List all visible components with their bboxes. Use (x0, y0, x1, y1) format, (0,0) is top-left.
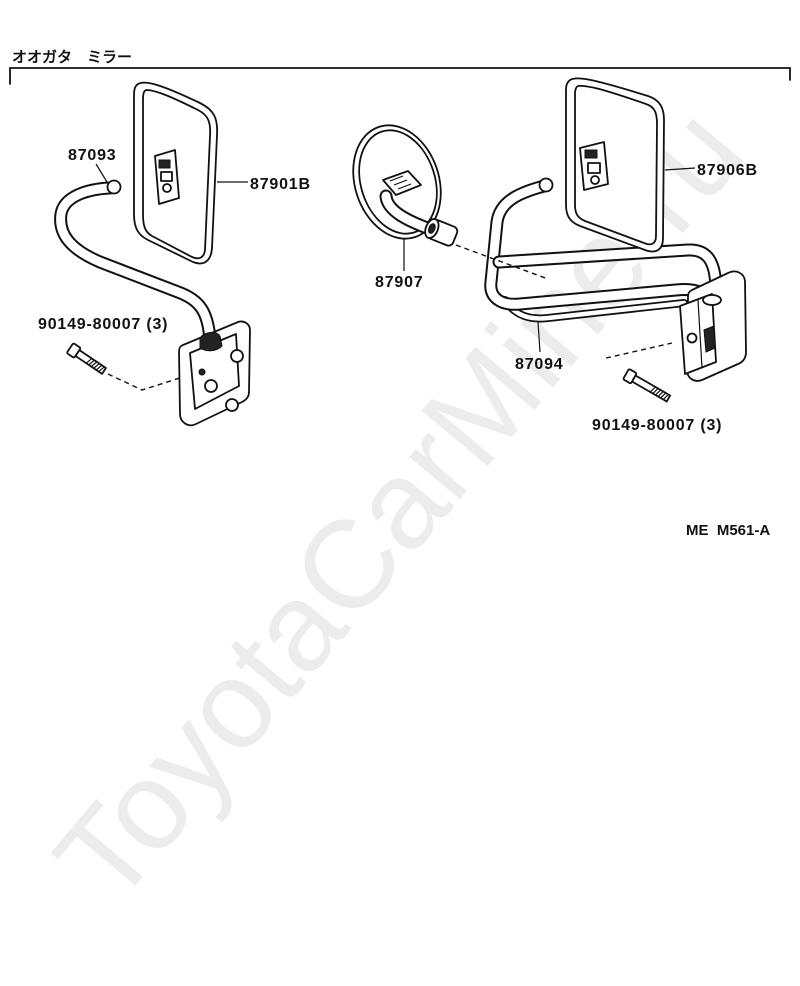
label-mirror-left: 87901B (250, 176, 311, 193)
diagram-title: オオガタ ミラー (12, 48, 132, 66)
left-bolt-dashed-guide (107, 373, 184, 391)
right-bolt-dashed-guide (605, 342, 673, 359)
right-bracket-front-face (679, 293, 717, 375)
left-mirror-mount (154, 149, 180, 205)
round-mirror-mount-ribs (389, 175, 412, 190)
figure-code: ME M561-A (686, 522, 770, 539)
right-bracket-shade (703, 325, 716, 353)
round-mirror-glass (358, 129, 438, 235)
left-bracket-stud-top (230, 349, 244, 363)
leader-87093 (95, 163, 108, 183)
left-mirror-mount-screw (162, 183, 172, 193)
right-mirror-mount-plate (579, 141, 609, 191)
left-bracket-stud-bottom (225, 398, 239, 412)
left-mirror-mount-slot (160, 171, 173, 182)
leader-87094 (537, 321, 541, 353)
label-arm-left: 87093 (68, 147, 117, 164)
left-bracket-hole (198, 368, 206, 376)
right-bracket-stud (686, 332, 698, 344)
left-arm-tube (54, 179, 217, 347)
right-bracket-seam (697, 299, 703, 369)
left-bracket (178, 320, 251, 427)
right-bolt (622, 368, 672, 403)
right-mirror-outer-frame (565, 77, 665, 253)
left-arm-tube-body (56, 183, 215, 345)
right-mirror-inner-frame (574, 84, 658, 246)
right-mirror (565, 77, 665, 253)
header-bracket (9, 67, 791, 85)
left-bolt-shaft (74, 349, 107, 375)
right-mirror-mount-screw (590, 175, 600, 185)
left-mirror-mount-plate (154, 149, 180, 205)
right-mirror-mount-clip (584, 149, 598, 159)
right-bracket (679, 270, 747, 382)
round-mirror-stem-body (381, 191, 435, 234)
round-mirror (352, 124, 459, 247)
right-mirror-mount (579, 141, 609, 191)
left-bolt-threads (85, 358, 105, 373)
left-mirror-mount-clip (158, 159, 171, 169)
label-bolt-right: 90149-80007 (3) (592, 417, 722, 434)
right-bolt-threads (649, 386, 669, 400)
right-bolt-shaft (631, 374, 672, 403)
round-mirror-clamp-bore (428, 223, 436, 234)
label-bolt-left: 90149-80007 (3) (38, 316, 168, 333)
label-arm-right: 87094 (515, 356, 564, 373)
left-bracket-stud-middle (204, 379, 218, 393)
left-arm-ball-end (106, 179, 122, 195)
left-bracket-collar (199, 331, 223, 352)
right-mirror-mount-slot (587, 162, 601, 174)
right-bracket-collar (702, 294, 722, 306)
left-bolt (66, 342, 107, 375)
round-mirror-dashed-guide (455, 244, 549, 280)
leader-87906b (664, 167, 696, 171)
left-mirror-inner-frame (142, 89, 212, 260)
round-mirror-mount (382, 170, 422, 196)
right-arm-ball-end (538, 177, 554, 193)
label-mirror-round: 87907 (375, 274, 424, 291)
left-mirror (133, 81, 219, 265)
round-mirror-clamp (424, 218, 459, 247)
label-mirror-right: 87906B (697, 162, 758, 179)
